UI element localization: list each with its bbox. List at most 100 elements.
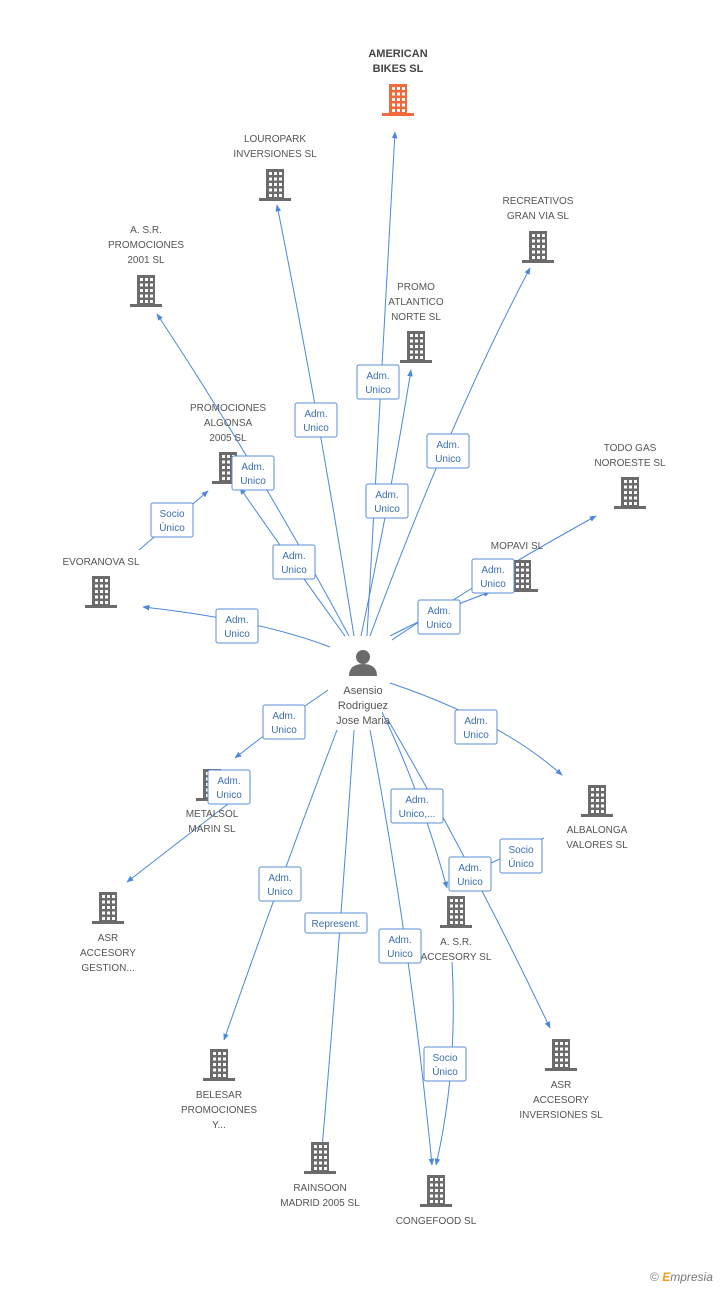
company-node-asr-accesory[interactable]: A. S.R.ACCESORY SL — [421, 896, 492, 963]
company-name-line: MARIN SL — [188, 824, 236, 835]
person-name-line: Jose Maria — [336, 715, 391, 727]
edge-label-person-to-promociones-algonsa[interactable]: Adm.Unico — [272, 544, 316, 580]
brand-initial: E — [662, 1270, 671, 1284]
edge-label-person-to-evoranova[interactable]: Adm. Unico — [215, 608, 259, 644]
edge-label-text: Único — [508, 857, 534, 870]
edge-label-text: Adm. — [225, 615, 248, 626]
edge-label-text: Adm. — [217, 776, 240, 787]
edge-label-text: Adm. — [282, 551, 305, 562]
company-node-evoranova[interactable]: EVORANOVA SL — [62, 557, 140, 608]
edge-label-text: Unico — [463, 730, 489, 741]
company-name-line: TODO GAS — [604, 443, 657, 454]
company-node-belesar[interactable]: BELESAR PROMOCIONES Y... — [181, 1049, 257, 1131]
edge-label-person-to-belesar[interactable]: Adm. Unico — [258, 866, 302, 902]
company-node-todo-gas[interactable]: TODO GAS NOROESTE SL — [594, 443, 666, 509]
company-name-line: Y... — [212, 1120, 226, 1131]
edge-label-text: Adm. — [388, 935, 411, 946]
edge-label-box — [304, 912, 368, 934]
edge-label-box — [426, 433, 470, 469]
company-name-line: PROMOCIONES — [181, 1105, 257, 1116]
edge-label-person-to-american-bikes[interactable]: Adm.Unico — [356, 364, 400, 400]
edge-label-box — [499, 838, 543, 874]
edge-label-text: Unico — [365, 385, 391, 396]
company-name-line: ASR — [551, 1080, 572, 1091]
edge-label-person-to-asr-accesory[interactable]: Adm.Unico,... — [390, 788, 444, 824]
edge-label-text: Unico — [240, 476, 266, 487]
edge-label-person-to-mopavi[interactable]: Adm.Unico — [417, 599, 461, 635]
edge-label-text: Unico — [224, 629, 250, 640]
company-name-line: ALGONSA — [204, 418, 253, 429]
company-node-albalonga[interactable]: ALBALONGA VALORES SL — [566, 785, 628, 851]
company-name-line: VALORES SL — [566, 840, 628, 851]
building-icon — [614, 477, 646, 509]
building-icon — [506, 560, 538, 592]
person-icon — [349, 650, 377, 676]
edge-labels-layer: Adm.UnicoAdm.UnicoAdm.UnicoAdm.UnicoAdm.… — [150, 364, 543, 1082]
edge-label-box — [215, 608, 259, 644]
edge-label-text: Adm. — [241, 462, 264, 473]
edge-label-metalsol-to-asr-accesory-gestion[interactable]: Adm.Unico — [207, 769, 251, 805]
edge-label-box — [378, 928, 422, 964]
edge-label-text: Unico — [387, 949, 413, 960]
building-icon — [130, 275, 162, 307]
company-name-line: BELESAR — [196, 1090, 242, 1101]
edge-label-person-to-promo-atlantico[interactable]: Adm.Unico — [365, 483, 409, 519]
edge-label-box — [454, 709, 498, 745]
edge-label-text: Socio — [508, 845, 533, 856]
company-name-line: METALSOL — [186, 809, 239, 820]
edge-label-person-to-asr-accesory-inversiones[interactable]: Adm.Unico — [448, 856, 492, 892]
edge-label-text: Adm. — [464, 716, 487, 727]
edge-label-person-to-metalsol[interactable]: Adm. Unico — [262, 704, 306, 740]
company-name-line: PROMOCIONES — [190, 403, 266, 414]
company-name-line: ALBALONGA — [567, 825, 628, 836]
company-node-congefood[interactable]: CONGEFOOD SL — [396, 1175, 477, 1227]
company-node-asr-accesory-gestion[interactable]: ASRACCESORYGESTION... — [80, 892, 136, 974]
company-node-mopavi[interactable]: MOPAVI SL — [491, 541, 544, 592]
company-name-line: A. S.R. — [130, 225, 162, 236]
edge-label-person-to-todo-gas[interactable]: Adm.Unico — [471, 558, 515, 594]
company-name-line: RAINSOON — [293, 1183, 346, 1194]
edge-label-text: Unico — [426, 620, 452, 631]
company-name-line: RECREATIVOS — [503, 196, 574, 207]
company-name-line: ASR — [98, 933, 119, 944]
edge-label-text: Socio — [159, 509, 184, 520]
company-name-line: ACCESORY — [533, 1095, 589, 1106]
edge-label-box — [356, 364, 400, 400]
building-icon — [304, 1142, 336, 1174]
edge-label-text: Único — [159, 521, 185, 534]
company-name-line: NOROESTE SL — [594, 458, 666, 469]
edge-label-text: Adm. — [268, 873, 291, 884]
building-icon — [440, 896, 472, 928]
company-name-line: 2005 SL — [209, 433, 247, 444]
edge-label-person-to-louropark[interactable]: Adm.Unico — [294, 402, 338, 438]
edge-metalsol-to-asr-accesory-gestion — [126, 789, 247, 883]
edge-label-text: Unico — [271, 725, 297, 736]
edge-label-person-to-congefood[interactable]: Adm. Unico — [378, 928, 422, 964]
company-name-line: NORTE SL — [391, 312, 441, 323]
edge-label-text: Unico,... — [399, 809, 436, 820]
edge-label-person-to-recreativos[interactable]: Adm.Unico — [426, 433, 470, 469]
edge-label-text: Unico — [267, 887, 293, 898]
edge-label-text: Unico — [457, 877, 483, 888]
edge-label-text: Adm. — [272, 711, 295, 722]
edge-label-person-to-asr-promociones-2001[interactable]: Adm. Unico — [231, 455, 275, 491]
edge-label-person-to-albalonga[interactable]: Adm. Unico — [454, 709, 498, 745]
edge-label-person-to-rainsoon[interactable]: Represent. — [304, 912, 368, 934]
building-icon — [545, 1039, 577, 1071]
edge-label-text: Adm. — [436, 440, 459, 451]
brand-name: mpresia — [670, 1270, 713, 1284]
copyright-symbol: © — [650, 1270, 659, 1284]
company-name-line: PROMO — [397, 282, 435, 293]
